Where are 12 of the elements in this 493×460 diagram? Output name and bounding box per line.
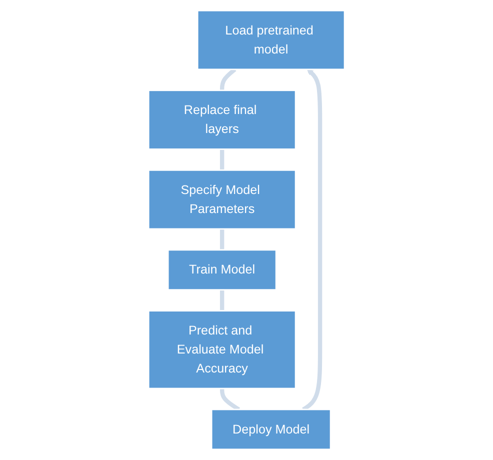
connector — [220, 68, 236, 91]
arrow — [302, 69, 322, 412]
connector — [220, 228, 224, 250]
node-box: Replace final layers — [148, 90, 296, 150]
node-box: Train Model — [167, 249, 277, 291]
node-box: Deploy Model — [210, 408, 332, 450]
connector — [220, 148, 224, 171]
node-box: Specify Model Parameters — [148, 169, 296, 230]
connector — [220, 388, 240, 412]
node-box: Predict and Evaluate Model Accuracy — [148, 310, 296, 390]
node-box: Load pretrained model — [196, 10, 346, 70]
connector — [220, 289, 224, 312]
